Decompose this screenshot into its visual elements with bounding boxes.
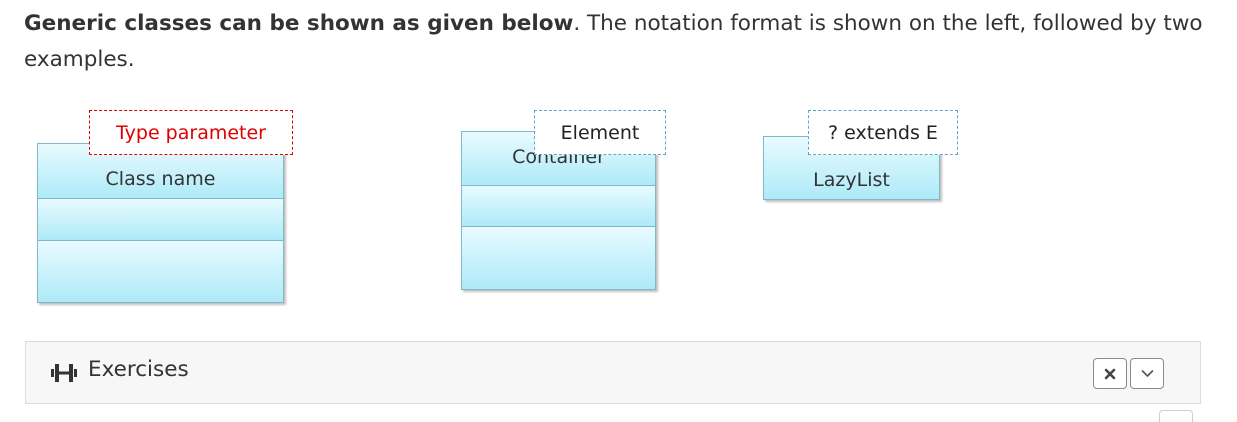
type-parameter-label: ? extends E <box>828 121 938 144</box>
container-class-box: Container <box>461 131 656 290</box>
exercises-panel[interactable]: Exercises <box>25 341 1201 404</box>
attributes-compartment <box>461 186 656 227</box>
dumbbell-icon <box>51 364 77 382</box>
exercises-title: Exercises <box>88 357 189 382</box>
notation-class-box: Class name <box>37 143 284 303</box>
type-parameter-box: Element <box>534 110 666 155</box>
intro-rest: . The notation format is shown on the le… <box>24 11 1203 72</box>
close-icon <box>1104 368 1116 379</box>
class-name-label: LazyList <box>813 169 890 191</box>
intro-paragraph: Generic classes can be shown as given be… <box>24 6 1214 78</box>
intro-bold: Generic classes can be shown as given be… <box>24 11 574 36</box>
class-name-label: Class name <box>105 168 216 190</box>
type-parameter-label: Type parameter <box>116 121 266 144</box>
operations-compartment <box>37 241 284 303</box>
type-parameter-box: Type parameter <box>89 110 293 155</box>
type-parameter-box: ? extends E <box>808 110 958 155</box>
operations-compartment <box>461 227 656 290</box>
chevron-down-icon <box>1141 370 1153 377</box>
scroll-tab <box>1159 410 1193 422</box>
expand-button[interactable] <box>1130 358 1164 389</box>
attributes-compartment <box>37 199 284 241</box>
close-button[interactable] <box>1093 358 1127 389</box>
type-parameter-label: Element <box>560 121 640 144</box>
generic-class-diagram: Class name Type parameter Container Elem… <box>37 110 958 303</box>
